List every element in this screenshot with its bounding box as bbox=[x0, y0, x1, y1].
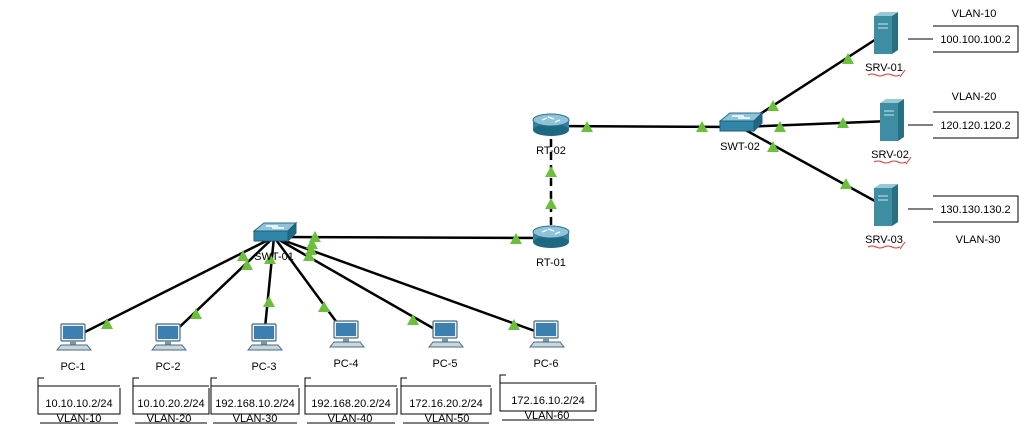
server-icon[interactable] bbox=[880, 99, 904, 141]
spellcheck-underline bbox=[873, 156, 912, 165]
port-up-icon bbox=[306, 238, 318, 249]
link-swt02-srv03[interactable] bbox=[739, 125, 885, 208]
link-swt01-pc6[interactable] bbox=[273, 235, 547, 337]
vlan-pc3: VLAN-30 bbox=[233, 413, 278, 425]
port-up-icon bbox=[303, 250, 315, 261]
router-icon[interactable] bbox=[532, 113, 570, 136]
pc-icon[interactable] bbox=[55, 323, 93, 351]
pc-icon[interactable] bbox=[427, 320, 465, 348]
vlan-srv03: VLAN-30 bbox=[956, 234, 1001, 246]
port-up-icon bbox=[581, 121, 593, 132]
ip-address-srv01: 100.100.100.2 bbox=[940, 34, 1010, 46]
port-up-icon bbox=[101, 318, 113, 329]
port-up-icon bbox=[767, 141, 779, 152]
link-swt01-pc2[interactable] bbox=[167, 236, 275, 339]
device-label-srv03: SRV-03 bbox=[865, 234, 903, 246]
port-up-icon bbox=[767, 100, 779, 111]
vlan-srv02: VLAN-20 bbox=[952, 91, 997, 103]
link-rt02-swt02[interactable] bbox=[550, 124, 741, 129]
device-label-pc2: PC-2 bbox=[155, 361, 180, 373]
port-up-icon bbox=[508, 319, 520, 330]
ip-note-box bbox=[933, 111, 1019, 139]
port-up-icon bbox=[842, 53, 854, 64]
ip-address-srv03: 130.130.130.2 bbox=[940, 204, 1010, 216]
server-icon[interactable] bbox=[874, 184, 898, 226]
port-up-icon bbox=[545, 198, 557, 209]
ip-address-pc3: 192.168.10.2/24 bbox=[215, 398, 295, 410]
vlan-srv01: VLAN-10 bbox=[952, 8, 997, 20]
port-up-icon bbox=[545, 166, 557, 177]
device-label-swt01: SWT-01 bbox=[254, 251, 294, 263]
ip-note-box bbox=[499, 374, 597, 412]
switch-icon[interactable] bbox=[252, 221, 298, 243]
port-up-icon bbox=[237, 250, 249, 261]
ip-address-pc6: 172.16.10.2/24 bbox=[511, 395, 584, 407]
port-up-icon bbox=[309, 231, 321, 242]
ip-address-pc5: 172.16.20.2/24 bbox=[409, 398, 482, 410]
ip-address-pc4: 192.168.20.2/24 bbox=[311, 398, 391, 410]
ip-note-box bbox=[132, 377, 210, 415]
pc-icon[interactable] bbox=[328, 320, 366, 348]
router-icon[interactable] bbox=[532, 225, 570, 248]
link-swt01-pc3[interactable] bbox=[262, 236, 276, 339]
vlan-pc4: VLAN-40 bbox=[328, 413, 373, 425]
port-up-icon bbox=[241, 259, 253, 270]
spellcheck-underline bbox=[867, 241, 906, 250]
device-label-srv02: SRV-02 bbox=[871, 149, 909, 161]
pc-icon[interactable] bbox=[528, 320, 566, 348]
pc-icon[interactable] bbox=[246, 323, 284, 351]
ip-note-box bbox=[933, 195, 1019, 223]
port-up-icon bbox=[305, 244, 317, 255]
device-label-swt02: SWT-02 bbox=[720, 141, 760, 153]
port-up-icon bbox=[407, 314, 419, 325]
device-label-pc5: PC-5 bbox=[432, 358, 457, 370]
link-swt01-pc5[interactable] bbox=[273, 235, 446, 337]
device-label-pc4: PC-4 bbox=[333, 358, 358, 370]
vlan-pc1: VLAN-10 bbox=[57, 413, 102, 425]
port-up-icon bbox=[837, 117, 849, 128]
port-up-icon bbox=[510, 233, 522, 244]
link-swt02-srv02[interactable] bbox=[739, 119, 891, 129]
device-label-pc6: PC-6 bbox=[533, 358, 558, 370]
port-up-icon bbox=[696, 121, 708, 132]
device-label-pc3: PC-3 bbox=[251, 361, 276, 373]
vlan-pc6: VLAN-60 bbox=[525, 410, 570, 422]
device-label-rt01: RT-01 bbox=[536, 257, 566, 269]
port-up-icon bbox=[318, 301, 330, 312]
ip-address-srv02: 120.120.120.2 bbox=[940, 120, 1010, 132]
ip-address-pc2: 10.10.20.2/24 bbox=[137, 398, 204, 410]
link-swt01-pc4[interactable] bbox=[272, 236, 348, 336]
link-swt02-srv01[interactable] bbox=[739, 32, 885, 129]
spellcheck-underline bbox=[867, 69, 906, 78]
ip-note-box bbox=[400, 377, 492, 415]
device-label-pc1: PC-1 bbox=[60, 361, 85, 373]
link-swt01-rt01[interactable] bbox=[273, 235, 552, 240]
ip-note-box bbox=[304, 377, 398, 415]
port-up-icon bbox=[263, 296, 275, 307]
device-label-srv01: SRV-01 bbox=[865, 62, 903, 74]
ip-note-box bbox=[933, 25, 1019, 53]
switch-icon[interactable] bbox=[718, 111, 764, 133]
ip-address-pc1: 10.10.10.2/24 bbox=[45, 398, 112, 410]
port-up-icon bbox=[190, 308, 202, 319]
device-label-rt02: RT-02 bbox=[536, 145, 566, 157]
ip-note-box bbox=[37, 377, 121, 415]
server-icon[interactable] bbox=[874, 12, 898, 54]
vlan-pc5: VLAN-50 bbox=[425, 413, 470, 425]
ip-note-box bbox=[210, 377, 300, 415]
pc-icon[interactable] bbox=[150, 323, 188, 351]
vlan-pc2: VLAN-20 bbox=[147, 413, 192, 425]
port-up-icon bbox=[774, 121, 786, 132]
port-up-icon bbox=[840, 178, 852, 189]
port-up-icon bbox=[264, 253, 276, 264]
